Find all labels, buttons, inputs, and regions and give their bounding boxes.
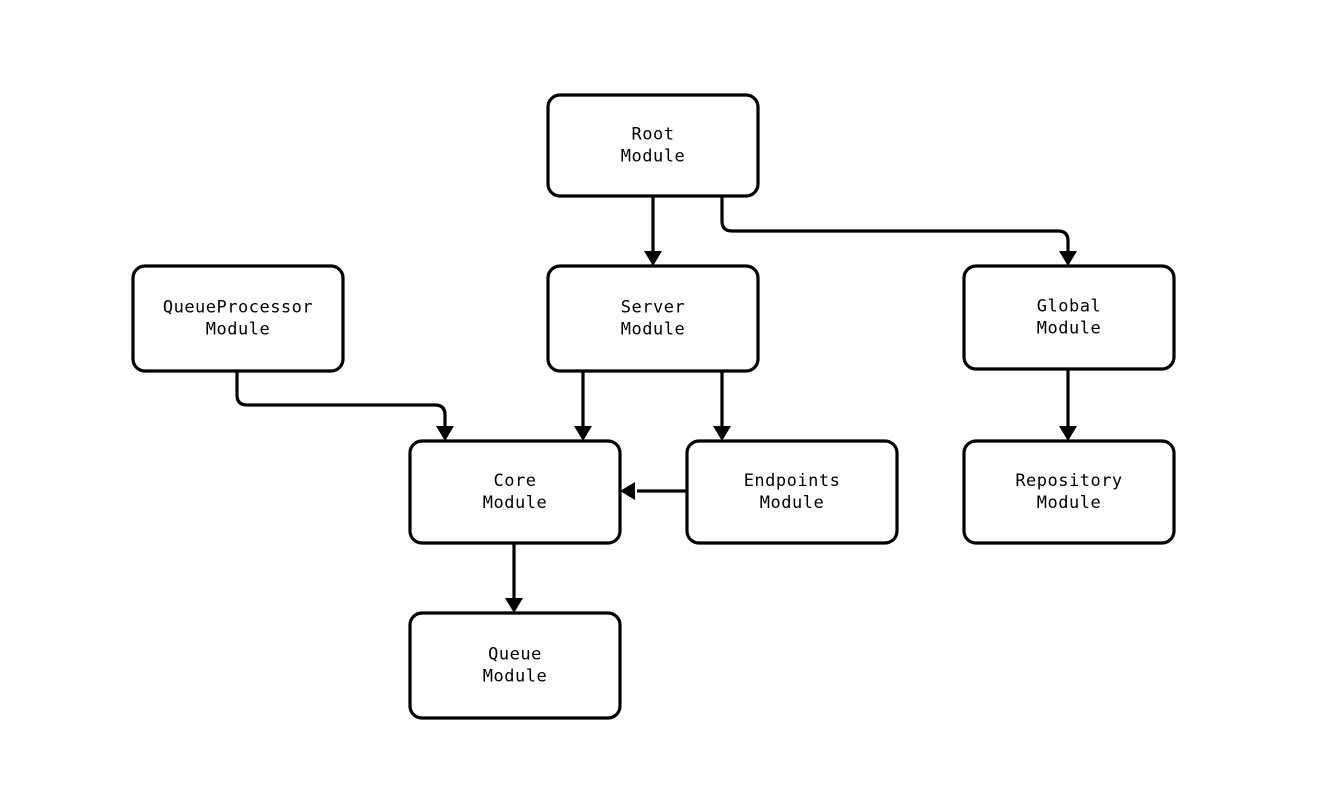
node-box-endpoints[interactable] xyxy=(685,439,899,545)
node-label-repository-line1: Repository xyxy=(1015,471,1122,491)
node-label-queueprocessor-line1: QueueProcessor xyxy=(163,298,313,318)
node-label-queue-line1: Queue xyxy=(488,645,542,665)
arrowhead-server-endpoints xyxy=(713,426,731,441)
node-box-root[interactable] xyxy=(546,93,760,198)
edge-queueprocessor-to-core xyxy=(235,371,447,427)
node-label-endpoints-line2: Module xyxy=(760,493,824,513)
node-box-server[interactable] xyxy=(546,264,760,373)
node-box-repository[interactable] xyxy=(962,439,1176,545)
arrowhead-core-queue xyxy=(505,598,523,613)
node-box-queueprocessor[interactable] xyxy=(131,264,345,373)
node-label-global-line1: Global xyxy=(1037,297,1101,317)
node-label-queue-line2: Module xyxy=(483,667,547,687)
node-label-root-line2: Module xyxy=(621,147,685,167)
node-label-core-line2: Module xyxy=(483,493,547,513)
arrowhead-queueprocessor-core xyxy=(436,426,454,441)
node-box-queue[interactable] xyxy=(408,611,622,720)
arrowhead-root-server xyxy=(644,251,662,266)
arrowhead-root-global xyxy=(1059,251,1077,266)
node-label-endpoints-line1: Endpoints xyxy=(744,471,841,491)
arrowhead-endpoints-core xyxy=(620,482,635,500)
node-label-repository-line2: Module xyxy=(1037,493,1101,513)
arrowhead-global-repository xyxy=(1059,426,1077,441)
node-label-global-line2: Module xyxy=(1037,319,1101,339)
node-box-global[interactable] xyxy=(962,264,1176,371)
node-label-server-line2: Module xyxy=(621,320,685,340)
node-label-queueprocessor-line2: Module xyxy=(206,320,270,340)
node-label-root-line1: Root xyxy=(632,125,675,145)
nodes-layer: RootModuleQueueProcessorModuleServerModu… xyxy=(131,93,1176,720)
arrowhead-server-core xyxy=(574,426,592,441)
node-label-server-line1: Server xyxy=(621,298,685,318)
node-label-core-line1: Core xyxy=(494,471,537,491)
edge-root-to-global xyxy=(720,196,1070,252)
node-box-core[interactable] xyxy=(408,439,622,545)
arrowheads-layer xyxy=(436,251,1077,613)
edges-layer xyxy=(235,196,1070,599)
